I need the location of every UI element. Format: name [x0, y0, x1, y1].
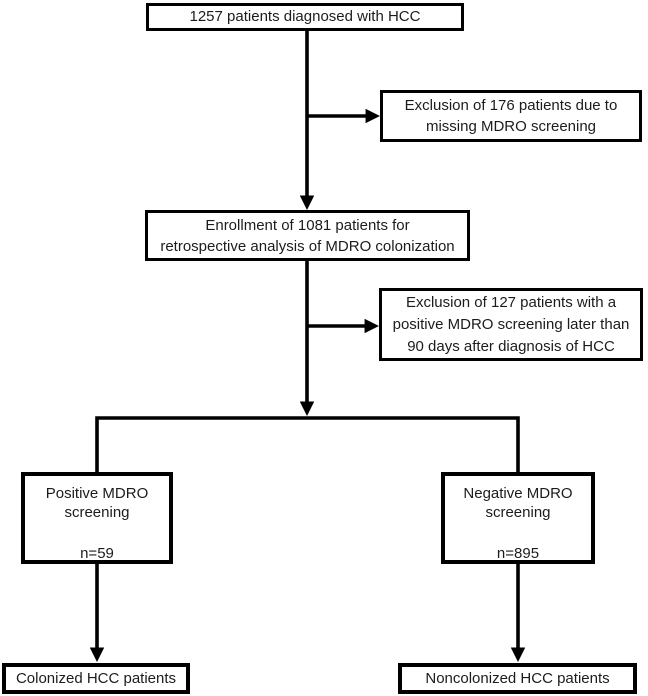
box-negative-count: n=895: [496, 545, 540, 562]
box-positive-count: n=59: [80, 545, 114, 562]
box-enrollment-line2: retrospective analysis of MDRO colonizat…: [160, 237, 455, 255]
box-noncolonized-text: Noncolonized HCC patients: [425, 670, 610, 687]
box-exclusion-late-screening: Exclusion of 127 patients with a positiv…: [379, 288, 643, 361]
box-exclusion-missing-line1: Exclusion of 176 patients due to: [404, 97, 618, 114]
split-rail: [95, 416, 520, 472]
box-positive-line1: Positive MDRO: [45, 485, 149, 502]
box-enrollment-line1: Enrollment of 1081 patients for: [205, 216, 410, 234]
box-negative-line1: Negative MDRO: [463, 485, 573, 502]
box-exclusion-late-line3: 90 days after diagnosis of HCC: [407, 337, 615, 355]
box-positive-screening: Positive MDRO screening n=59: [21, 472, 173, 564]
box-colonized-patients: Colonized HCC patients: [2, 663, 190, 694]
box-diagnosed-patients: 1257 patients diagnosed with HCC: [146, 3, 464, 31]
box-noncolonized-patients: Noncolonized HCC patients: [398, 663, 637, 694]
box-exclusion-missing-screening: Exclusion of 176 patients due to missing…: [380, 90, 642, 142]
box-enrollment: Enrollment of 1081 patients for retrospe…: [145, 210, 470, 261]
box-negative-screening: Negative MDRO screening n=895: [441, 472, 595, 564]
box-diagnosed-text: 1257 patients diagnosed with HCC: [189, 8, 421, 25]
box-positive-line2: screening: [64, 504, 130, 521]
box-negative-line2: screening: [485, 504, 551, 521]
box-exclusion-late-line2: positive MDRO screening later than: [392, 315, 630, 333]
box-exclusion-missing-line2: missing MDRO screening: [425, 118, 597, 135]
box-exclusion-late-line1: Exclusion of 127 patients with a: [405, 293, 617, 311]
box-colonized-text: Colonized HCC patients: [15, 670, 177, 687]
